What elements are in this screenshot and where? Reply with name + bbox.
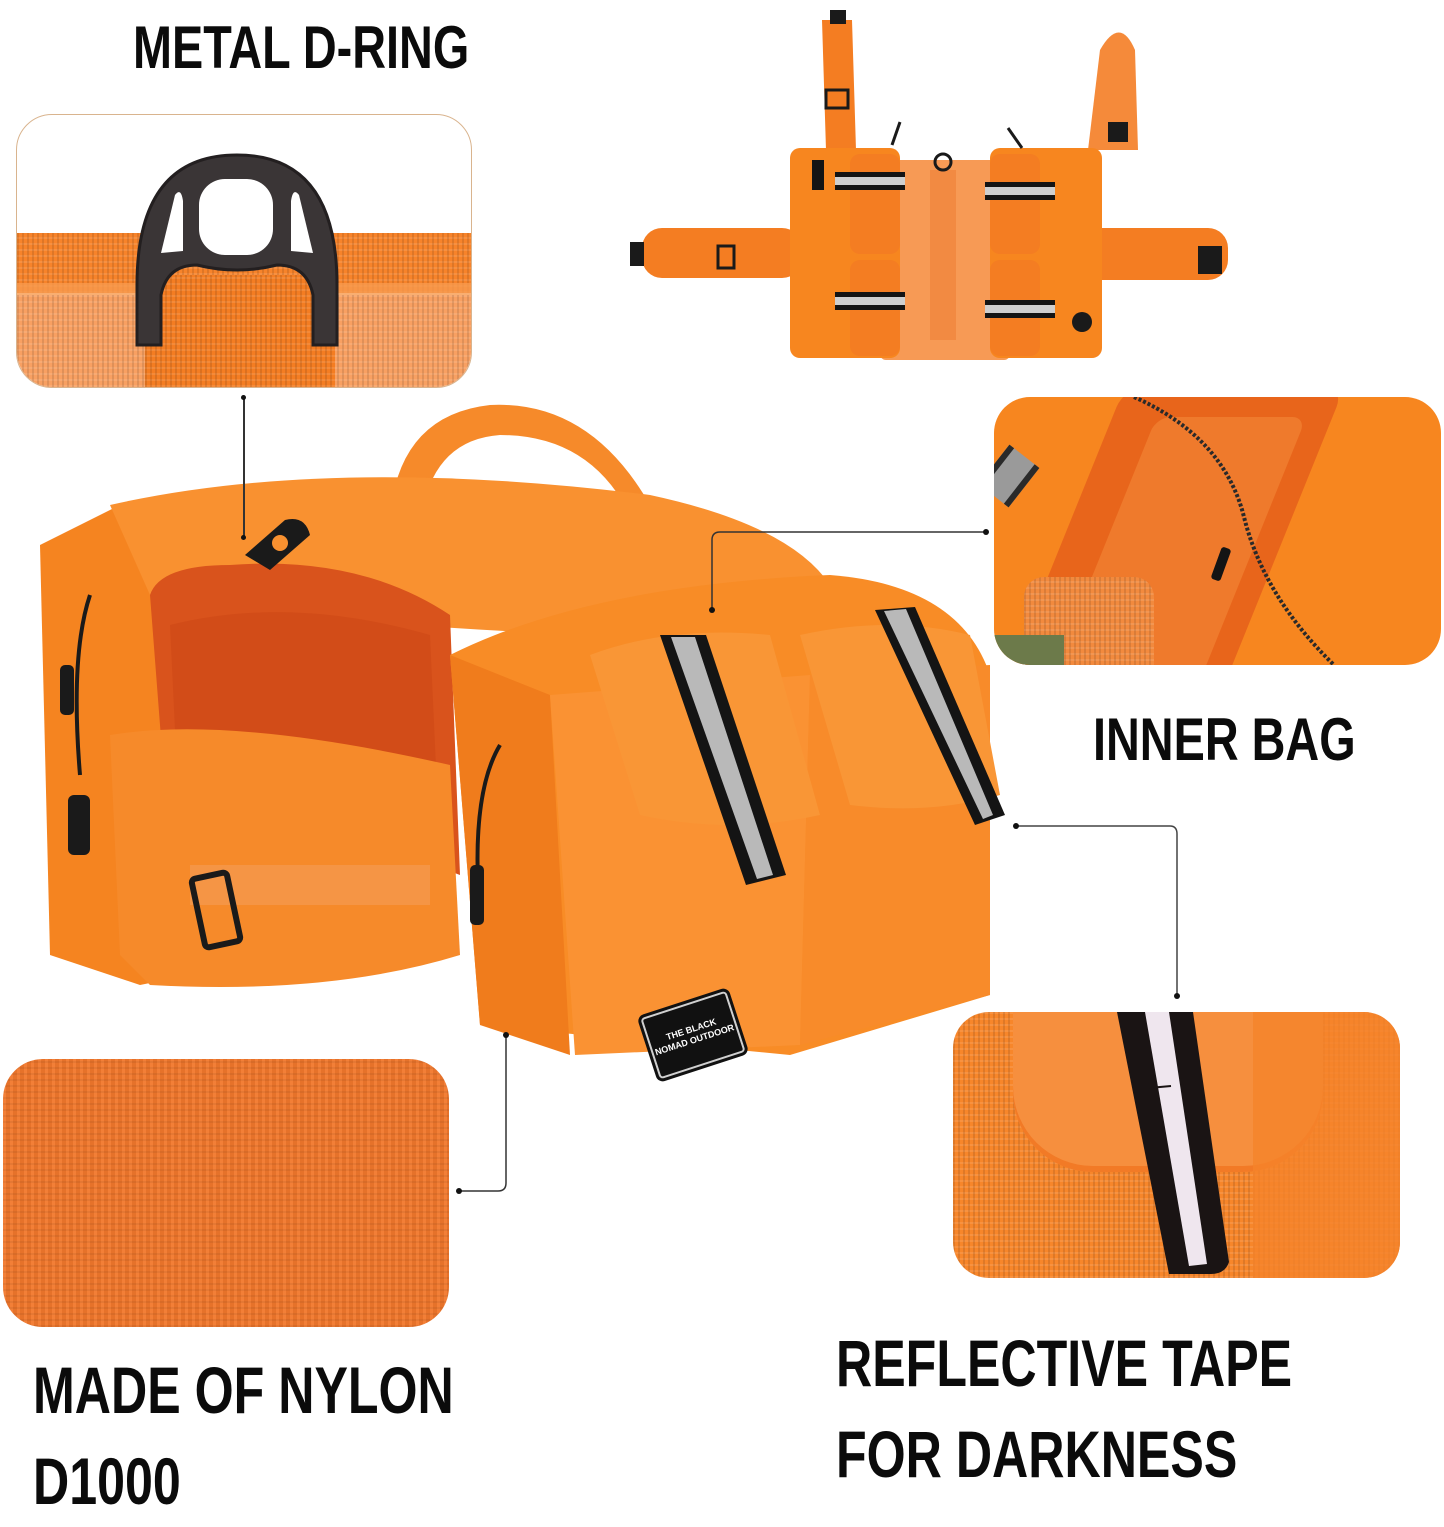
feature-title-metal-d-ring: METAL D-RING	[133, 14, 470, 81]
saddle-bag-illustration	[40, 404, 1005, 1055]
feature-title-reflective-line1: REFLECTIVE TAPE	[836, 1326, 1293, 1400]
nylon-fabric-closeup-panel	[3, 1059, 449, 1327]
connector-d-ring-dot-bottom	[241, 535, 246, 540]
d-ring-closeup-panel	[16, 114, 472, 388]
zipper-icon	[1133, 397, 1336, 665]
feature-title-reflective-tape: REFLECTIVE TAPE FOR DARKNESS	[836, 1318, 1292, 1500]
feature-title-inner-bag: INNER BAG	[1093, 706, 1356, 773]
feature-title-nylon: MADE OF NYLON D1000	[33, 1345, 454, 1527]
feature-title-reflective-line2: FOR DARKNESS	[836, 1417, 1238, 1492]
flat-harness-image	[630, 10, 1230, 380]
d-ring-icon	[135, 153, 339, 347]
reflective-strap-icon	[1117, 1012, 1229, 1274]
d-ring-loop-strap	[145, 275, 335, 387]
reflective-tape-closeup-panel	[953, 1012, 1400, 1278]
feature-title-nylon-line2: D1000	[33, 1444, 181, 1519]
bag-side	[1253, 1012, 1400, 1278]
flat-harness-illustration	[630, 10, 1228, 360]
connector-d-ring-dot-top	[241, 395, 246, 400]
connector-reflective-tape	[1013, 823, 1180, 999]
inner-bag-closeup-panel	[994, 397, 1441, 665]
grass-glimpse	[994, 635, 1064, 665]
dog-saddle-bag-image: THE BLACK NOMAD OUTDOOR	[30, 395, 1030, 1115]
feature-title-nylon-line1: MADE OF NYLON	[33, 1353, 454, 1427]
